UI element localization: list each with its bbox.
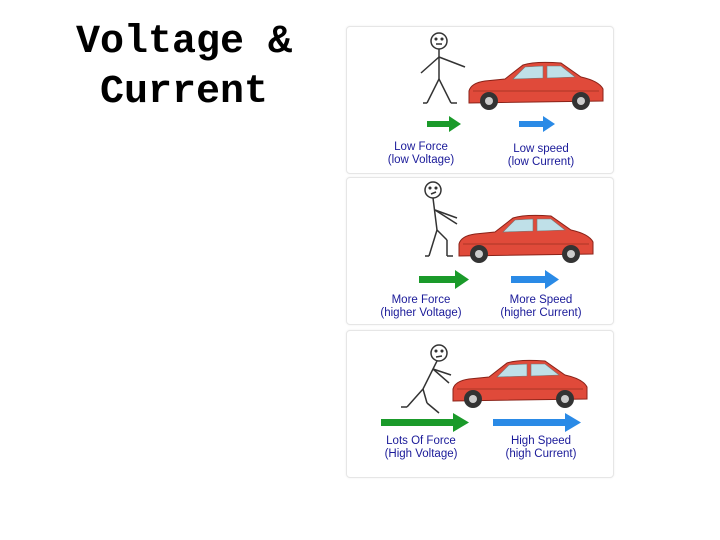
- force-arrow: [427, 116, 461, 132]
- force-label: Lots Of Force (High Voltage): [384, 435, 458, 460]
- panel-lots-illustration: [381, 344, 588, 432]
- title-line-1: Voltage &: [75, 20, 293, 65]
- speed-arrow: [511, 270, 559, 289]
- car: [452, 359, 588, 408]
- car: [458, 214, 594, 263]
- car: [468, 61, 604, 110]
- force-label: More Force (higher Voltage): [380, 294, 462, 319]
- page-title: Voltage & Current: [64, 18, 304, 118]
- speed-label: Low speed (low Current): [507, 143, 575, 168]
- speed-label: More Speed (higher Current): [500, 294, 582, 319]
- speed-label: High Speed (high Current): [505, 435, 577, 460]
- panel-low: Low Force (low Voltage) Low speed (low C…: [346, 26, 614, 174]
- force-label: Low Force (low Voltage): [387, 141, 455, 166]
- stick-man: [420, 32, 466, 104]
- panel-lots: Lots Of Force (High Voltage) High Speed …: [346, 330, 614, 478]
- speed-arrow: [519, 116, 555, 132]
- speed-arrow: [493, 413, 581, 432]
- stick-man: [401, 344, 452, 414]
- panel-more-illustration: [419, 181, 594, 289]
- panel-more: More Force (higher Voltage) More Speed (…: [346, 177, 614, 325]
- panel-low-illustration: [420, 32, 604, 132]
- force-arrow: [381, 413, 469, 432]
- title-line-2: Current: [99, 70, 269, 115]
- stick-man: [424, 181, 458, 257]
- force-arrow: [419, 270, 469, 289]
